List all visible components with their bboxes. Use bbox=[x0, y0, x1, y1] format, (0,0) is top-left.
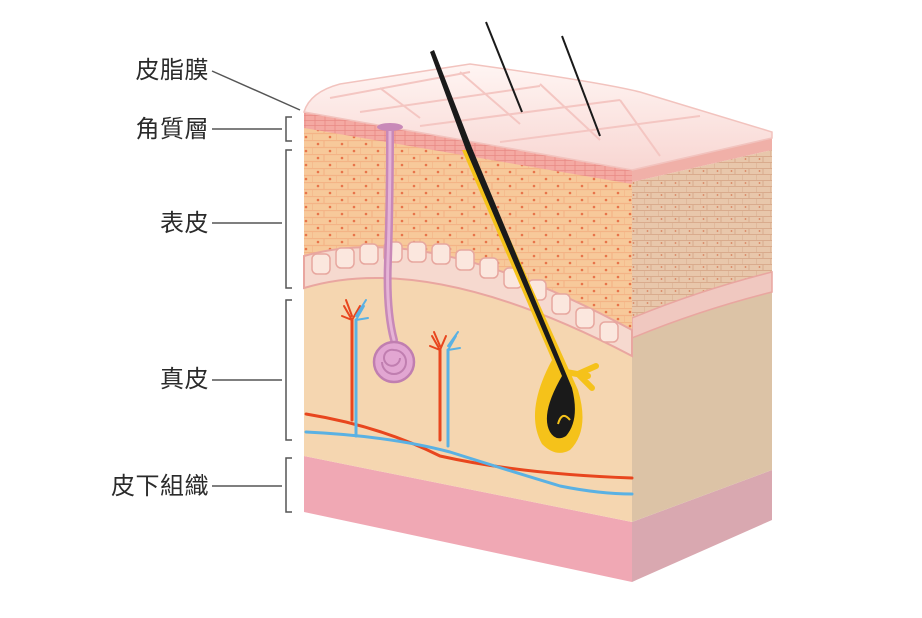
follicle-sheath bbox=[462, 150, 583, 453]
label-subcutaneous-tissue: 皮下組織 bbox=[111, 472, 209, 500]
dermis-side bbox=[632, 283, 772, 522]
label-sebum-film: 皮脂膜 bbox=[135, 56, 209, 84]
epidermis-bracket bbox=[212, 149, 292, 289]
sebum-film-leader bbox=[211, 70, 301, 111]
blood-vessels bbox=[304, 299, 634, 496]
subcutaneous-front bbox=[304, 456, 632, 582]
artery bbox=[304, 412, 634, 480]
basal-layer-side bbox=[631, 271, 773, 340]
subcutaneous-bracket bbox=[212, 457, 292, 513]
sweat-gland bbox=[372, 123, 416, 384]
label-dermis: 真皮 bbox=[160, 365, 209, 393]
dermis-bracket bbox=[212, 299, 292, 441]
nerve-endings bbox=[341, 299, 461, 351]
stratum-corneum-side bbox=[632, 138, 772, 182]
hair-shaft bbox=[430, 50, 575, 439]
sebum-film-surface bbox=[303, 63, 773, 171]
hair-follicle bbox=[430, 21, 601, 453]
label-epidermis: 表皮 bbox=[160, 209, 209, 237]
subcutaneous-side bbox=[632, 470, 772, 582]
vein bbox=[304, 430, 634, 496]
label-stratum-corneum: 角質層 bbox=[135, 115, 209, 143]
sebaceous-gland bbox=[563, 363, 599, 391]
right-side-face bbox=[631, 138, 773, 582]
stratum-corneum-bracket bbox=[212, 116, 292, 142]
leader-lines bbox=[211, 70, 301, 513]
